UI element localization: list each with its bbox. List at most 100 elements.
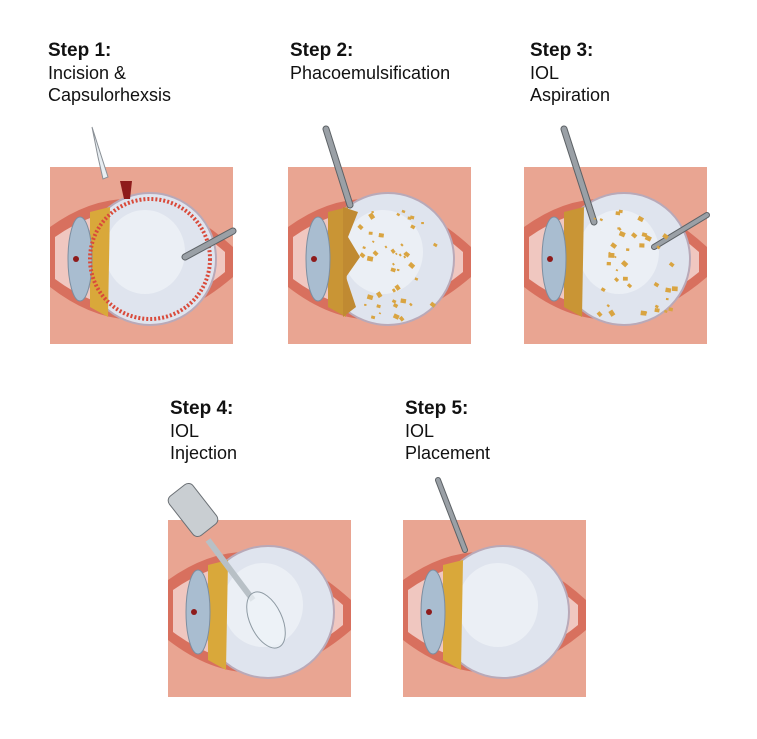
- step-5-label: Step 5: IOL Placement: [405, 398, 490, 464]
- eye-illustration: [288, 125, 471, 344]
- eye-illustration: [524, 125, 710, 344]
- lens-fragment: [400, 298, 407, 304]
- lens-fragment: [391, 262, 395, 266]
- pupil: [191, 609, 197, 615]
- step-title: Step 1:: [48, 40, 112, 61]
- cornea: [305, 216, 331, 302]
- eye-illustration: [403, 477, 586, 697]
- lens-fragment: [372, 250, 379, 257]
- lens-fragment: [391, 288, 397, 293]
- step-2-label: Step 2: Phacoemulsification: [290, 40, 450, 84]
- lens-fragment: [371, 211, 374, 214]
- step-title: Step 5:: [405, 398, 469, 419]
- lens-fragment: [410, 224, 416, 230]
- step-title: Step 2:: [290, 40, 354, 61]
- lens-fragment: [654, 304, 659, 309]
- lens-fragment: [654, 308, 660, 313]
- lens-fragment: [664, 309, 668, 313]
- lens-fragment: [599, 218, 604, 222]
- lens-fragment: [596, 311, 603, 318]
- lens-fragment: [357, 224, 364, 231]
- lens-fragment: [429, 301, 437, 308]
- lens-fragment: [398, 315, 405, 322]
- lens-fragment: [409, 302, 413, 307]
- knife-icon: [91, 126, 109, 180]
- lens-crack: [343, 207, 360, 317]
- lens-fragment: [407, 216, 412, 220]
- lens-fragment: [662, 233, 669, 240]
- lens-fragment: [593, 217, 597, 220]
- lens-fragment: [366, 294, 374, 301]
- step-3-illustration: [524, 125, 710, 344]
- step-title: Step 3:: [530, 40, 594, 61]
- pupil: [426, 609, 432, 615]
- step-1-illustration: [50, 126, 237, 344]
- lens-fragment: [390, 267, 396, 273]
- step-4-label: Step 4: IOL Injection: [170, 398, 237, 464]
- lens-fragment: [376, 304, 381, 309]
- lens-fragment: [421, 222, 424, 225]
- step-subtitle: IOL: [530, 63, 560, 83]
- instrument-icon: [560, 125, 598, 226]
- step-subtitle: Phacoemulsification: [290, 63, 451, 83]
- step-subtitle: IOL: [170, 421, 200, 441]
- lens-fragment: [390, 248, 396, 254]
- lens-fragment: [618, 230, 626, 238]
- iol-lens: [246, 591, 286, 649]
- step-4-illustration: [167, 482, 351, 697]
- lens-fragment: [392, 313, 400, 320]
- lens-fragment: [366, 255, 374, 262]
- eyeball-highlight: [579, 210, 659, 294]
- lens-fragment: [403, 251, 411, 258]
- lens-fragment: [653, 281, 660, 288]
- eye-illustration: [50, 126, 237, 344]
- lens-fragment: [600, 287, 606, 293]
- lens-fragment: [384, 245, 388, 249]
- pupil: [73, 256, 79, 262]
- lens-fragment: [606, 304, 610, 308]
- lens-fragment: [378, 312, 382, 315]
- lens-fragment: [378, 233, 385, 238]
- lens-fragment: [671, 286, 678, 292]
- lens-fragment: [391, 299, 397, 304]
- lens-fragment: [665, 297, 669, 301]
- step-3-label: Step 3: IOL Aspiration: [530, 40, 610, 106]
- lens-fragment: [644, 234, 652, 242]
- instrument-icon: [181, 227, 237, 261]
- lens-fragment: [401, 209, 406, 214]
- lens-fragment: [668, 261, 675, 268]
- step-1-label: Step 1: Incision & Capsulorhexsis: [48, 40, 171, 106]
- lens-band: [208, 560, 228, 670]
- lens-fragment: [403, 255, 407, 259]
- lens-fragment: [395, 252, 398, 256]
- lens-fragment: [608, 252, 615, 258]
- lens-fragment: [615, 269, 619, 272]
- eyeball-highlight: [458, 563, 538, 647]
- eyeball-highlight: [105, 210, 185, 294]
- iol-injector-icon: [167, 482, 256, 602]
- lens-fragment: [359, 252, 366, 259]
- lens-fragment: [615, 211, 621, 216]
- lens-fragment: [630, 232, 638, 239]
- lens-fragment: [371, 240, 375, 244]
- lens-fragment: [617, 227, 621, 230]
- lens-fragment: [368, 231, 373, 235]
- step-subtitle: Incision &: [48, 63, 127, 83]
- instrument-icon: [651, 212, 710, 250]
- step-subtitle: Capsulorhexsis: [48, 85, 172, 105]
- cornea: [420, 569, 446, 655]
- lens-fragment: [639, 243, 645, 248]
- instrument-icon: [322, 125, 354, 209]
- eye-illustration: [167, 482, 351, 697]
- lens-fragment: [375, 291, 383, 299]
- lens-fragment: [398, 253, 402, 257]
- step-subtitle: IOL: [405, 421, 435, 441]
- instrument-icon: [435, 477, 468, 553]
- lens-fragment: [644, 311, 648, 314]
- lens-fragment: [364, 303, 367, 306]
- step-5-illustration: [403, 477, 586, 697]
- lens-fragment: [400, 243, 404, 247]
- lens-fragment: [641, 232, 648, 238]
- lens-fragment: [408, 261, 416, 269]
- lens-fragment: [626, 283, 633, 289]
